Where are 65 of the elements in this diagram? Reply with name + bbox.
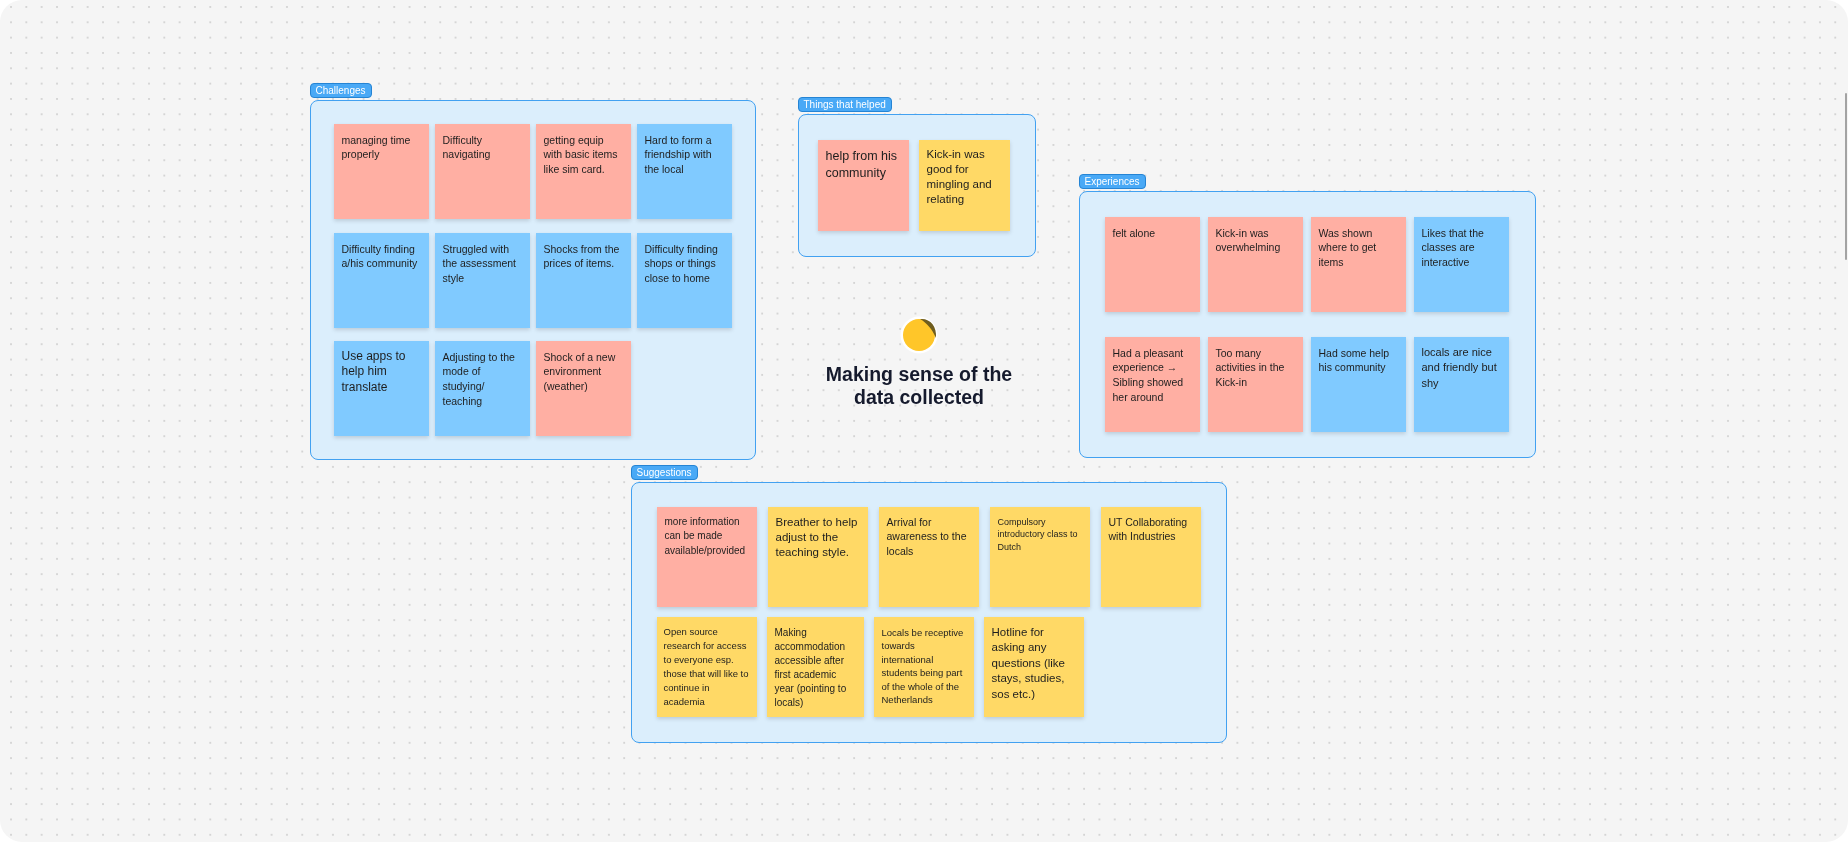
note-text: managing time properly bbox=[341, 132, 412, 162]
sticky-note bbox=[656, 506, 757, 607]
section-label: Suggestions bbox=[630, 465, 698, 480]
sticky-note bbox=[535, 123, 631, 219]
note-text: Breather to help adjust to the teaching style. bbox=[775, 514, 859, 560]
sticky-note bbox=[1413, 216, 1509, 312]
note-text: Kick-in was overwhelming bbox=[1215, 225, 1282, 255]
sticky-note bbox=[1104, 216, 1200, 312]
note-text: Open source research for access to everyone esp. those that will like to continue in academia bbox=[663, 624, 750, 709]
note-text: Hard to form a friendship with the local bbox=[644, 132, 713, 177]
note-text: Hotline for asking any questions (like stays, studies, sos etc.) bbox=[991, 624, 1066, 702]
sticky-note bbox=[636, 232, 732, 328]
sticky-note bbox=[989, 506, 1090, 607]
sticky-note bbox=[1413, 336, 1509, 432]
sticky-note bbox=[434, 340, 530, 436]
note-text: more information can be made available/provided bbox=[664, 514, 747, 558]
sticky-note bbox=[766, 616, 864, 717]
note-text: locals are nice and friendly but shy bbox=[1421, 344, 1498, 391]
note-text: felt alone bbox=[1112, 225, 1157, 241]
note-text: Adjusting to the mode of studying/ teaching bbox=[442, 349, 516, 409]
sticky-note bbox=[817, 139, 909, 231]
note-text: Use apps to help him translate bbox=[341, 348, 407, 395]
note-text: help from his community bbox=[825, 147, 899, 182]
sticky-note bbox=[1207, 336, 1303, 432]
note-text: Shocks from the prices of items. bbox=[543, 241, 621, 271]
sticky-note bbox=[434, 232, 530, 328]
note-text: Had some help his community bbox=[1318, 345, 1391, 375]
sticky-note bbox=[873, 616, 974, 717]
note-text: Making accommodation accessible after first academic year (pointing to locals) bbox=[774, 625, 848, 710]
sticky-note bbox=[767, 506, 868, 607]
sticky-note bbox=[333, 123, 429, 219]
note-text: Too many activities in the Kick-in bbox=[1215, 345, 1286, 390]
note-text: getting equip with basic items like sim card. bbox=[543, 132, 619, 177]
sticky-note bbox=[1310, 336, 1406, 432]
note-text: Was shown where to get items bbox=[1318, 225, 1378, 270]
sticky-note bbox=[333, 232, 429, 328]
sticky-note bbox=[983, 616, 1084, 717]
note-text: Likes that the classes are interactive bbox=[1421, 225, 1485, 270]
sticky-note bbox=[1207, 216, 1303, 312]
sticky-note bbox=[333, 340, 429, 436]
sticky-note bbox=[434, 123, 530, 219]
section-label: Experiences bbox=[1078, 174, 1146, 189]
note-text: Locals be receptive towards international students being part of the whole of the Netherlands bbox=[881, 625, 965, 707]
sticky-note bbox=[636, 123, 732, 219]
sticky-note bbox=[1104, 336, 1200, 432]
sticky-note bbox=[535, 232, 631, 328]
sticky-note bbox=[878, 506, 979, 607]
sticky-note bbox=[1100, 506, 1201, 607]
sticky-note bbox=[656, 616, 757, 717]
sticky-note bbox=[918, 139, 1010, 231]
note-text: Difficulty navigating bbox=[442, 132, 492, 162]
note-text: Kick-in was good for mingling and relating bbox=[926, 146, 993, 207]
note-text: Difficulty finding a/his community bbox=[341, 241, 419, 271]
sticky-note bbox=[535, 340, 631, 436]
sticky-note bbox=[1310, 216, 1406, 312]
section-label: Challenges bbox=[309, 83, 372, 98]
note-text: Compulsory introductory class to Dutch bbox=[997, 515, 1079, 554]
note-text: Struggled with the assessment style bbox=[442, 241, 518, 286]
note-text: UT Collaborating with Industries bbox=[1108, 514, 1189, 544]
note-text: Difficulty finding shops or things close to home bbox=[644, 241, 719, 286]
note-text: Arrival for awareness to the locals bbox=[886, 514, 968, 559]
section-label: Things that helped bbox=[797, 97, 892, 112]
note-text: Shock of a new environment (weather) bbox=[543, 349, 617, 394]
note-text: Had a pleasant experience → Sibling showed her around bbox=[1112, 345, 1185, 405]
diagram-title: Making sense of the data collected bbox=[824, 363, 1014, 409]
